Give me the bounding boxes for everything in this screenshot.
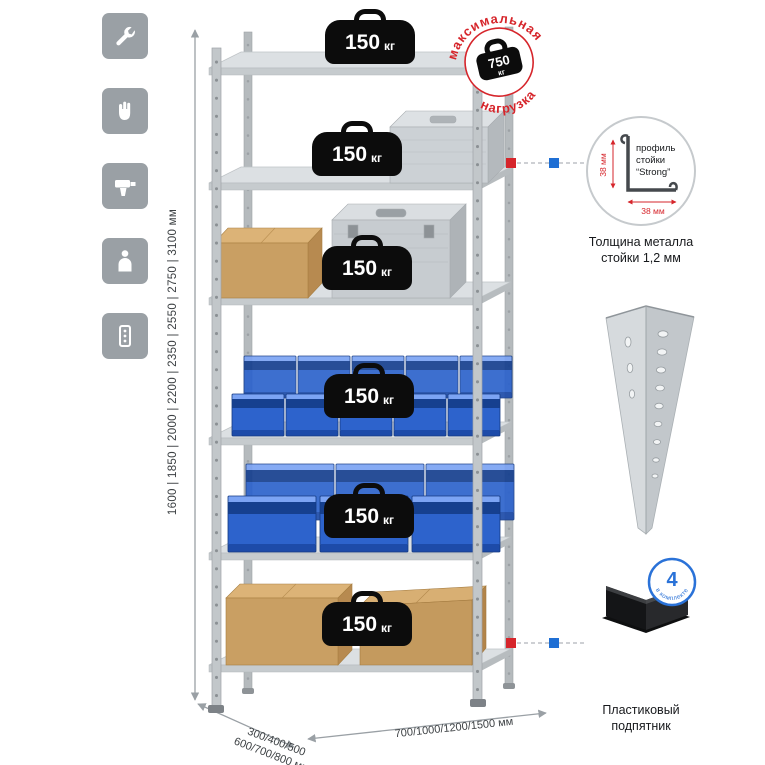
callout-connectors <box>506 158 584 648</box>
stamp-weight-value: 750 <box>487 52 512 71</box>
cardboard-box-shelf3 <box>213 227 323 299</box>
profile-label-line3: “Strong” <box>636 167 670 178</box>
red-connector-bottom <box>506 638 516 648</box>
gloves-icon <box>102 88 148 134</box>
width-dimension-line <box>307 709 547 743</box>
profile-label-line1: профиль <box>636 143 675 154</box>
profile-angle-sketch <box>626 136 676 192</box>
perforated-post-icon <box>102 313 148 359</box>
shelf-feet <box>208 683 515 713</box>
included-quantity-badge: 4 в комплекте <box>646 556 698 608</box>
profile-label-line2: стойки <box>636 155 665 166</box>
red-connector-top <box>506 158 516 168</box>
person-icon <box>102 238 148 284</box>
profile-dim-vertical-label: 38 мм <box>598 153 608 177</box>
drill-icon <box>102 163 148 209</box>
wrench-icon <box>102 13 148 59</box>
metal-thickness-caption: Толщина металла стойки 1,2 мм <box>588 235 694 266</box>
max-load-stamp: максимальная нагрузка 750 кг <box>426 0 575 140</box>
stamp-weight-body <box>476 46 523 81</box>
profile-callout-circle: 38 мм 38 мм профиль стойки “Strong” <box>586 116 696 226</box>
height-dimension-label: 1600 | 1850 | 2000 | 2200 | 2350 | 2550 … <box>167 208 179 516</box>
angle-post-artwork <box>605 305 695 535</box>
stamp-weight-unit: кг <box>497 67 506 77</box>
plastic-foot-caption: Пластиковый подпятник <box>602 703 680 734</box>
profile-dim-horizontal-label: 38 мм <box>641 206 665 216</box>
badge-quantity-value: 4 <box>666 569 678 591</box>
blue-connector-top <box>549 158 559 168</box>
blue-connector-bottom <box>549 638 559 648</box>
